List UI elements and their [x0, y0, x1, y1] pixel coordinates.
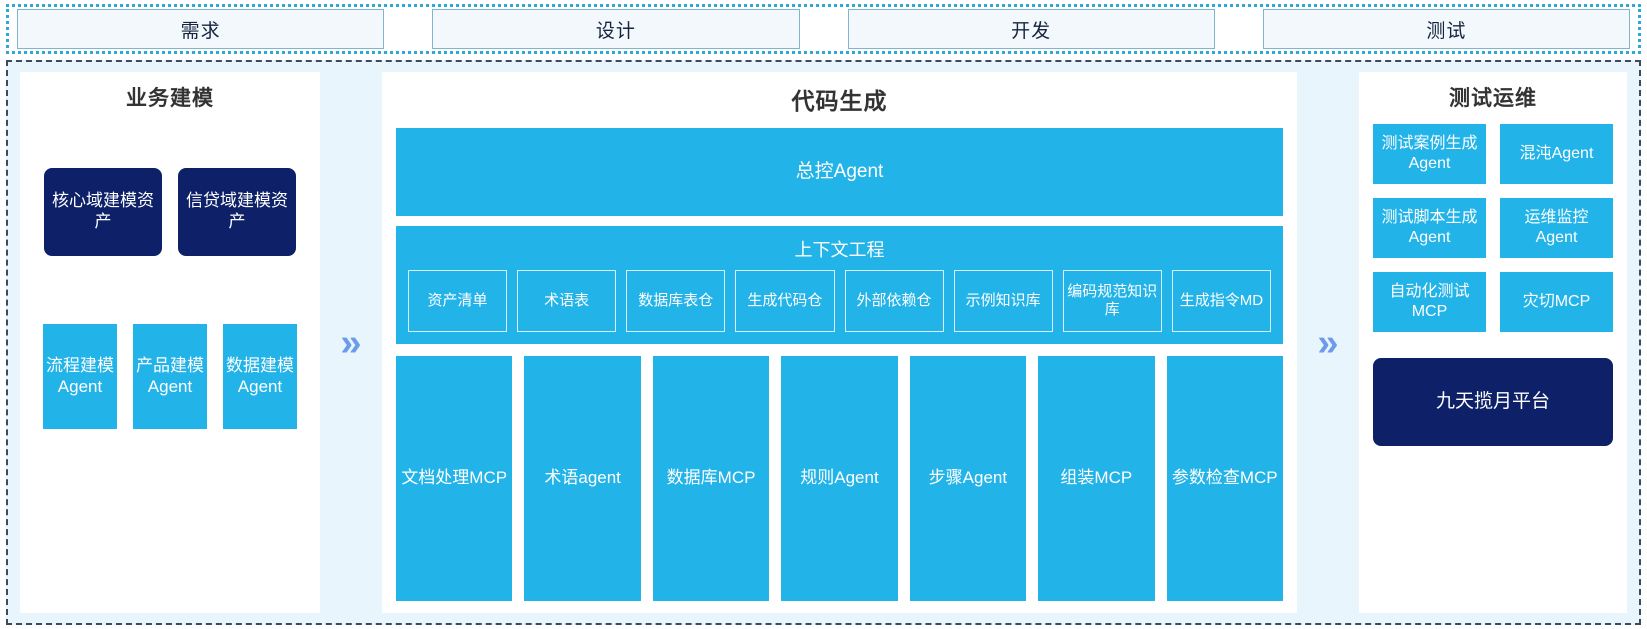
asset-label: 核心域建模资产 [52, 191, 154, 231]
chevron-glyph: » [1317, 321, 1339, 364]
chip-label: 生成代码仓 [747, 291, 823, 309]
mcp-disaster-switch[interactable]: 灾切MCP [1500, 272, 1613, 332]
agent-label: 流程建模Agent [46, 355, 114, 396]
agent-test-case-generation[interactable]: 测试案例生成Agent [1373, 124, 1486, 184]
panel-title-business-modeling: 业务建模 [126, 87, 214, 110]
tool-parameter-check-mcp[interactable]: 参数检查MCP [1166, 356, 1283, 601]
context-chip-example-knowledge-base[interactable]: 示例知识库 [953, 270, 1053, 332]
panel-title-test-ops: 测试运维 [1449, 87, 1537, 110]
agent-chaos[interactable]: 混沌Agent [1500, 124, 1613, 184]
agent-label: 测试脚本生成Agent [1381, 209, 1478, 246]
tool-label: 文档处理MCP [401, 468, 508, 488]
context-chip-external-dependency-repo[interactable]: 外部依赖仓 [844, 270, 944, 332]
chip-label: 生成指令MD [1179, 291, 1264, 309]
agent-label: 运维监控Agent [1524, 209, 1589, 246]
context-engineering-block: 上下文工程 资产清单 术语表 数据库表仓 生成代码仓 外部依赖仓 [396, 226, 1283, 344]
agent-ops-monitoring[interactable]: 运维监控Agent [1500, 198, 1613, 258]
phase-label: 开发 [1011, 20, 1052, 42]
tool-label: 术语agent [544, 468, 621, 488]
tool-label: 数据库MCP [666, 468, 756, 488]
context-chip-asset-list[interactable]: 资产清单 [408, 270, 508, 332]
phase-label: 测试 [1426, 20, 1467, 42]
chip-label: 资产清单 [427, 291, 488, 309]
platform-label: 九天揽月平台 [1435, 391, 1550, 413]
agent-product-modeling[interactable]: 产品建模Agent [133, 324, 207, 429]
panel-title-code-generation: 代码生成 [791, 88, 888, 114]
tool-label: 参数检查MCP [1171, 468, 1278, 488]
context-chip-coding-standard-knowledge-base[interactable]: 编码规范知识库 [1062, 270, 1162, 332]
agent-data-modeling[interactable]: 数据建模Agent [223, 324, 297, 429]
agent-label: 产品建模Agent [136, 355, 204, 396]
controller-agent[interactable]: 总控Agent [396, 128, 1283, 216]
tool-step-agent[interactable]: 步骤Agent [909, 356, 1027, 601]
tool-database-mcp[interactable]: 数据库MCP [652, 356, 770, 601]
agent-label: 测试案例生成Agent [1381, 135, 1478, 172]
agent-label: 数据建模Agent [226, 355, 294, 396]
context-chip-db-table-repo[interactable]: 数据库表仓 [626, 270, 726, 332]
context-chip-glossary[interactable]: 术语表 [517, 270, 617, 332]
context-chip-row: 资产清单 术语表 数据库表仓 生成代码仓 外部依赖仓 示例知 [408, 270, 1271, 332]
context-engineering-title: 上下文工程 [794, 240, 885, 260]
tool-label: 步骤Agent [928, 468, 1008, 488]
tool-row: 文档处理MCP 术语agent 数据库MCP 规则Agent 步骤Agent 组… [396, 356, 1283, 601]
chip-label: 术语表 [544, 291, 590, 309]
context-chip-generation-instruction-md[interactable]: 生成指令MD [1171, 270, 1271, 332]
chip-label: 数据库表仓 [638, 291, 714, 309]
agent-label: 灾切MCP [1522, 293, 1591, 311]
mcp-automated-testing[interactable]: 自动化测试MCP [1373, 272, 1486, 332]
phase-strip: 需求 设计 开发 测试 [6, 4, 1641, 54]
chevron-right-icon-right: » [1297, 72, 1359, 613]
asset-label: 信贷域建模资产 [186, 191, 288, 231]
agent-process-modeling[interactable]: 流程建模Agent [43, 324, 117, 429]
tool-assembly-mcp[interactable]: 组装MCP [1038, 356, 1155, 601]
panel-test-ops: 测试运维 测试案例生成Agent 混沌Agent 测试脚本生成Agent 运维监… [1359, 72, 1627, 613]
context-chip-generated-code-repo[interactable]: 生成代码仓 [735, 270, 835, 332]
phase-item-design[interactable]: 设计 [432, 9, 800, 49]
chip-label: 外部依赖仓 [856, 291, 932, 309]
phase-item-testing[interactable]: 测试 [1262, 9, 1630, 49]
phase-label: 需求 [180, 20, 221, 42]
chevron-right-icon-left: » [320, 72, 382, 613]
chevron-glyph: » [340, 321, 362, 364]
phase-item-requirements[interactable]: 需求 [17, 9, 385, 49]
tool-label: 规则Agent [800, 468, 879, 488]
main-area: 业务建模 核心域建模资产 信贷域建模资产 流程建模Agent 产品建模Agent… [6, 60, 1641, 625]
business-asset-group: 核心域建模资产 信贷域建模资产 [34, 168, 306, 256]
controller-label: 总控Agent [795, 161, 884, 183]
agent-test-script-generation[interactable]: 测试脚本生成Agent [1373, 198, 1486, 258]
panel-business-modeling: 业务建模 核心域建模资产 信贷域建模资产 流程建模Agent 产品建模Agent… [20, 72, 320, 613]
tool-rule-agent[interactable]: 规则Agent [781, 356, 898, 601]
agent-label: 自动化测试MCP [1389, 283, 1470, 320]
phase-item-development[interactable]: 开发 [847, 9, 1215, 49]
business-agent-group: 流程建模Agent 产品建模Agent 数据建模Agent [34, 324, 306, 429]
panel-code-generation: 代码生成 总控Agent 上下文工程 资产清单 术语表 数据库表仓 [382, 72, 1297, 613]
platform-jiutian-lanyue[interactable]: 九天揽月平台 [1373, 358, 1613, 446]
agent-label: 混沌Agent [1519, 145, 1594, 163]
tool-glossary-agent[interactable]: 术语agent [524, 356, 641, 601]
chip-label: 编码规范知识库 [1067, 282, 1158, 318]
tool-label: 组装MCP [1060, 468, 1133, 488]
asset-credit-domain[interactable]: 信贷域建模资产 [178, 168, 296, 256]
test-ops-grid: 测试案例生成Agent 混沌Agent 测试脚本生成Agent 运维监控Agen… [1373, 124, 1613, 332]
asset-core-domain[interactable]: 核心域建模资产 [44, 168, 162, 256]
chip-label: 示例知识库 [965, 291, 1041, 309]
tool-document-processing-mcp[interactable]: 文档处理MCP [396, 356, 513, 601]
phase-label: 设计 [595, 20, 636, 42]
